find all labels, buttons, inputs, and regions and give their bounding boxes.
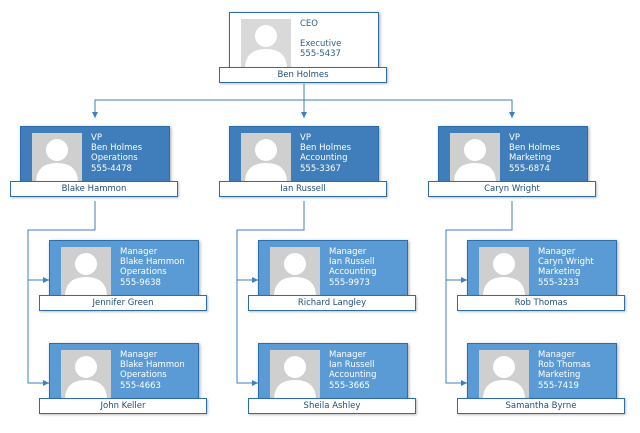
job-title: Manager [329, 350, 367, 360]
job-title: Manager [120, 247, 158, 257]
vp-name-bar: Ian Russell [219, 181, 387, 197]
department: Marketing [538, 267, 581, 278]
job-title: Manager [329, 247, 367, 257]
manager-card[interactable]: Manager Blake Hammon Operations 555-4663 [49, 343, 199, 405]
ceo-card[interactable]: CEO Executive 555-5437 [229, 12, 379, 74]
reports-to: Ben Holmes [509, 143, 561, 154]
manager-name-bar: John Keller [39, 398, 207, 414]
profile-photo-placeholder [241, 19, 291, 69]
phone: 555-7419 [538, 380, 579, 391]
connector-vp1-mgr2 [27, 280, 49, 386]
vp-name-bar: Caryn Wright [428, 181, 596, 197]
reports-to [300, 29, 341, 39]
manager-card[interactable]: Manager Blake Hammon Operations 555-9638 [49, 240, 199, 302]
department: Operations [120, 370, 167, 381]
ceo-name-bar: Ben Holmes [219, 67, 387, 83]
phone: 555-6874 [509, 163, 550, 174]
department: Executive [300, 39, 342, 50]
reports-to: Blake Hammon [120, 360, 185, 371]
profile-photo-placeholder [270, 247, 320, 297]
profile-photo-placeholder [479, 350, 529, 400]
manager-name-bar: Sheila Ashley [248, 398, 416, 414]
department: Marketing [538, 370, 581, 381]
connector-vp3-mgr1 [445, 201, 513, 283]
manager-name-bar: Rob Thomas [457, 295, 625, 311]
department: Operations [91, 153, 138, 164]
ceo-info: CEO Executive 555-5437 [300, 19, 341, 60]
phone: 555-3367 [300, 163, 341, 174]
job-title: VP [91, 133, 102, 143]
manager-name-bar: Jennifer Green [39, 295, 207, 311]
profile-photo-placeholder [241, 133, 291, 183]
job-title: Manager [538, 350, 576, 360]
reports-to: Caryn Wright [538, 257, 594, 268]
reports-to: Blake Hammon [120, 257, 185, 268]
vp-card-accounting[interactable]: VP Ben Holmes Accounting 555-3367 [229, 126, 379, 188]
phone: 555-3665 [329, 380, 370, 391]
phone: 555-4478 [91, 163, 132, 174]
profile-photo-placeholder [450, 133, 500, 183]
connector-ceo-vp1 [92, 99, 304, 118]
reports-to: Ian Russell [329, 257, 375, 268]
manager-name-bar: Richard Langley [248, 295, 416, 311]
department: Operations [120, 267, 167, 278]
phone: 555-9638 [120, 277, 161, 288]
manager-card[interactable]: Manager Ian Russell Accounting 555-9973 [258, 240, 408, 302]
job-title: Manager [538, 247, 576, 257]
department: Accounting [300, 153, 348, 164]
vp-name-bar: Blake Hammon [10, 181, 178, 197]
profile-photo-placeholder [61, 247, 111, 297]
connector-vp2-mgr1 [236, 201, 305, 283]
profile-photo-placeholder [61, 350, 111, 400]
department: Accounting [329, 267, 377, 278]
job-title: VP [509, 133, 520, 143]
phone: 555-9973 [329, 277, 370, 288]
profile-photo-placeholder [32, 133, 82, 183]
profile-photo-placeholder [270, 350, 320, 400]
connector-ceo-vp3 [304, 99, 515, 118]
job-title: VP [300, 133, 311, 143]
connector-vp2-mgr2 [236, 280, 258, 386]
department: Marketing [509, 153, 552, 164]
reports-to: Rob Thomas [538, 360, 591, 371]
reports-to: Ian Russell [329, 360, 375, 371]
job-title: CEO [300, 19, 318, 29]
vp-card-marketing[interactable]: VP Ben Holmes Marketing 555-6874 [438, 126, 588, 188]
phone: 555-4663 [120, 380, 161, 391]
job-title: Manager [120, 350, 158, 360]
department: Accounting [329, 370, 377, 381]
connector-vp3-mgr2 [445, 280, 467, 386]
connector-vp1-mgr1 [27, 201, 96, 283]
manager-card[interactable]: Manager Caryn Wright Marketing 555-3233 [467, 240, 617, 302]
manager-card[interactable]: Manager Ian Russell Accounting 555-3665 [258, 343, 408, 405]
reports-to: Ben Holmes [300, 143, 352, 154]
phone: 555-5437 [300, 49, 341, 60]
phone: 555-3233 [538, 277, 579, 288]
profile-photo-placeholder [479, 247, 529, 297]
reports-to: Ben Holmes [91, 143, 143, 154]
manager-name-bar: Samantha Byrne [457, 398, 625, 414]
vp-card-operations[interactable]: VP Ben Holmes Operations 555-4478 [20, 126, 170, 188]
manager-card[interactable]: Manager Rob Thomas Marketing 555-7419 [467, 343, 617, 405]
